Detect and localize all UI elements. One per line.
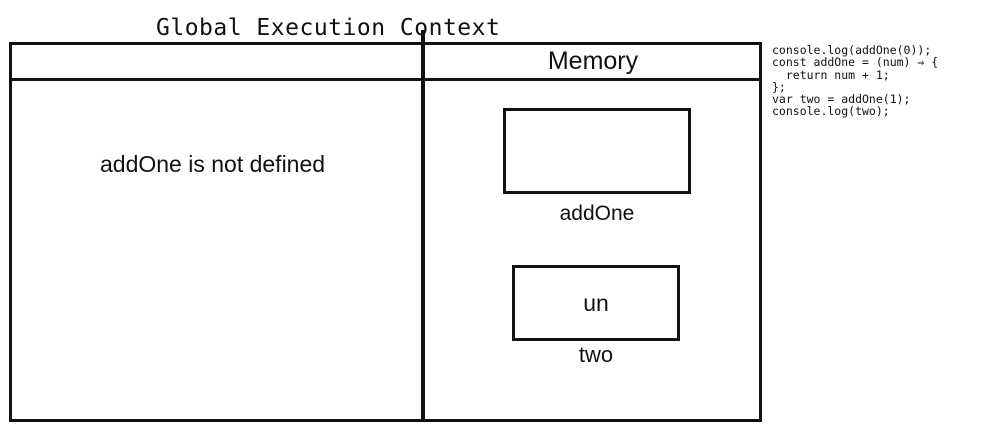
column-divider-line (421, 30, 425, 422)
code-line: const addOne = (num) ⇒ { (772, 55, 939, 70)
code-line: console.log(two); (772, 104, 890, 119)
diagram-title: Global Execution Context (156, 15, 501, 41)
memory-label-addone: addOne (559, 202, 635, 225)
memory-value-two: un (583, 289, 609, 316)
code-line: console.log(addOne(0)); (772, 43, 932, 57)
code-line: return num + 1; (772, 67, 890, 82)
memory-header: Memory (547, 47, 639, 75)
code-snippet: console.log(addOne(0)); const addOne = (… (772, 44, 938, 118)
execution-thread-message: addOne is not defined (100, 151, 326, 177)
memory-label-two: two (578, 342, 614, 367)
memory-slot-two: un (512, 265, 680, 341)
code-line: }; (772, 79, 786, 94)
header-divider-line (9, 78, 762, 81)
code-line: var two = addOne(1); (772, 92, 911, 107)
memory-slot-addone (503, 108, 691, 194)
global-execution-context-box (9, 42, 762, 422)
